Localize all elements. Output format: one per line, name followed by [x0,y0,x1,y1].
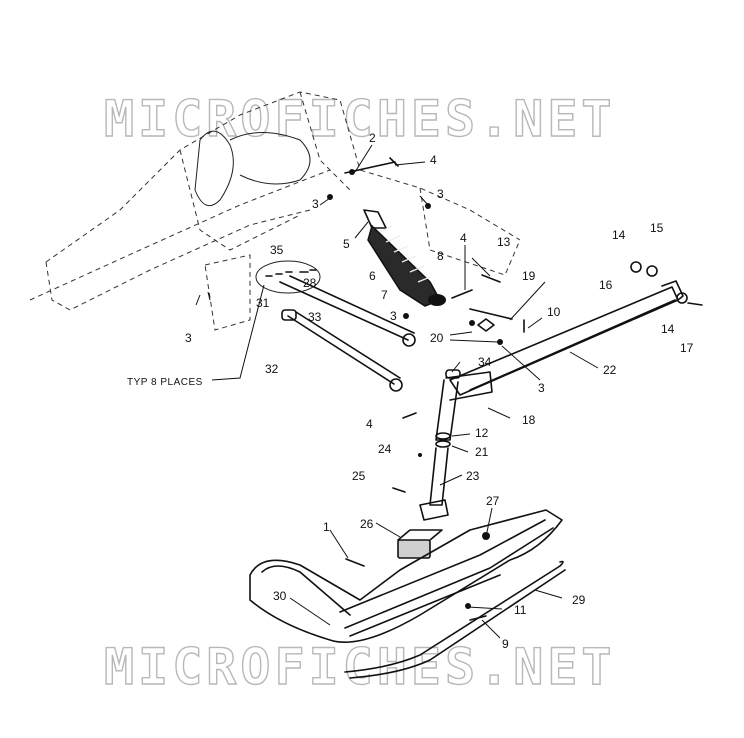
callout-9: 9 [502,637,509,651]
callout-19: 19 [522,269,536,283]
callout-31: 31 [256,296,270,310]
callout-14: 14 [661,322,675,336]
callout-29: 29 [572,593,586,607]
callout-3: 3 [437,187,444,201]
callout-21: 21 [475,445,489,459]
callout-20: 20 [430,331,444,345]
callout-4: 4 [460,231,467,245]
shock-mount-hardware [327,157,431,209]
callout-4: 4 [430,153,437,167]
callout-13: 13 [497,235,511,249]
callout-24: 24 [378,442,392,456]
callout-32: 32 [265,362,279,376]
callout-6: 6 [369,269,376,283]
spindle [392,369,461,559]
callout-27: 27 [486,494,500,508]
callout-3: 3 [185,331,192,345]
radius-rods [211,260,416,392]
callout-35: 35 [270,243,284,257]
callout-2: 2 [369,131,376,145]
callout-3: 3 [538,381,545,395]
callout-17: 17 [680,341,694,355]
callout-8: 8 [437,249,444,263]
chassis-outline [29,91,521,331]
callout-3: 3 [390,309,397,323]
callout-14: 14 [612,228,626,242]
callout-26: 26 [360,517,374,531]
callout-12: 12 [475,426,489,440]
leader-lines [195,144,599,639]
callout-3: 3 [312,197,319,211]
callout-5: 5 [343,237,350,251]
callout-22: 22 [603,363,617,377]
callout-1: 1 [323,520,330,534]
callout-10: 10 [547,305,561,319]
callout-4: 4 [366,417,373,431]
watermark-top: MICROFICHES.NET [104,90,616,148]
callout-34: 34 [478,355,492,369]
callout-30: 30 [273,589,287,603]
fasteners [402,274,525,419]
callout-labels: 1 2 3 3 3 3 3 4 4 4 5 6 7 8 9 10 11 12 1… [127,131,694,651]
typ-8-places-note: TYP 8 PLACES [127,377,203,388]
callout-33: 33 [308,310,322,324]
callout-15: 15 [650,221,664,235]
callout-16: 16 [599,278,613,292]
callout-18: 18 [522,413,536,427]
callout-11: 11 [514,603,527,617]
ski [249,509,566,679]
callout-7: 7 [381,288,388,302]
callout-23: 23 [466,469,480,483]
watermark-bottom: MICROFICHES.NET [104,638,616,696]
callout-28: 28 [303,276,317,290]
callout-25: 25 [352,469,366,483]
shock-absorber [363,209,446,307]
